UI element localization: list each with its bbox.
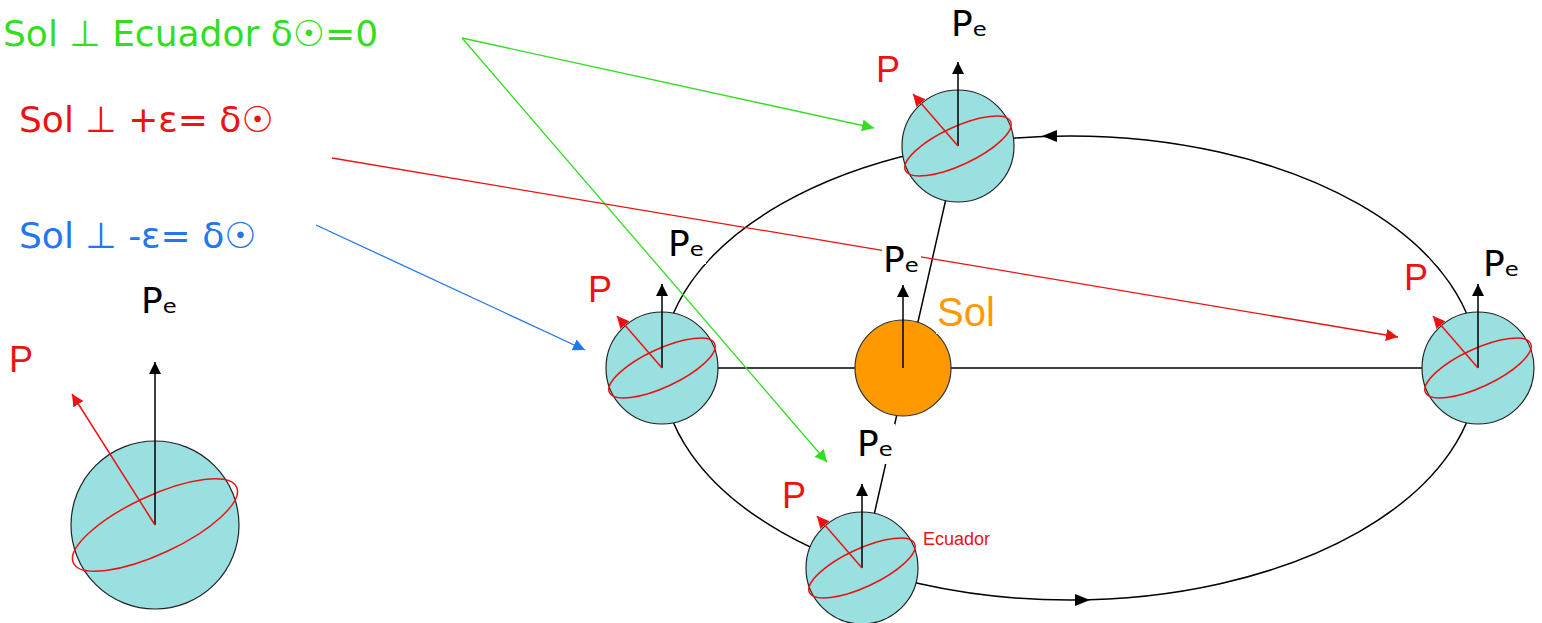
earth [801, 484, 922, 623]
axis-label: P [8, 340, 34, 380]
axis-label: P [781, 476, 807, 516]
axis-label: P [875, 50, 901, 90]
leader-line [462, 38, 874, 128]
earth [601, 284, 722, 424]
leader-line [316, 225, 585, 350]
note-label: Sol ⊥ +ε= δ☉ [18, 100, 275, 140]
leader-line [462, 38, 827, 462]
orbit [662, 136, 1478, 600]
leader-line [332, 158, 1398, 337]
earth [1417, 284, 1538, 424]
orbit-arrow [1042, 130, 1057, 142]
pole-label: Pₑ [140, 281, 179, 321]
earth [61, 362, 249, 609]
ecliptic-pole-arrow [902, 285, 904, 368]
sun-label: Sol [936, 290, 996, 334]
apsis-line [662, 367, 1478, 369]
pole-label: Pₑ [1482, 244, 1521, 284]
earth [897, 62, 1018, 202]
axis-label: P [1403, 258, 1429, 298]
equator-label: Ecuador [922, 530, 991, 550]
note-label: Sol ⊥ Ecuador δ☉=0 [2, 14, 379, 54]
pole-label: Pₑ [950, 4, 989, 44]
note-label: Sol ⊥ -ε= δ☉ [18, 216, 257, 256]
pole-label: Pₑ [882, 240, 921, 280]
axis-label: P [587, 270, 613, 310]
pole-label: Pₑ [667, 224, 706, 264]
orbit-arrow [1075, 594, 1090, 606]
pole-label: Pₑ [856, 424, 895, 464]
